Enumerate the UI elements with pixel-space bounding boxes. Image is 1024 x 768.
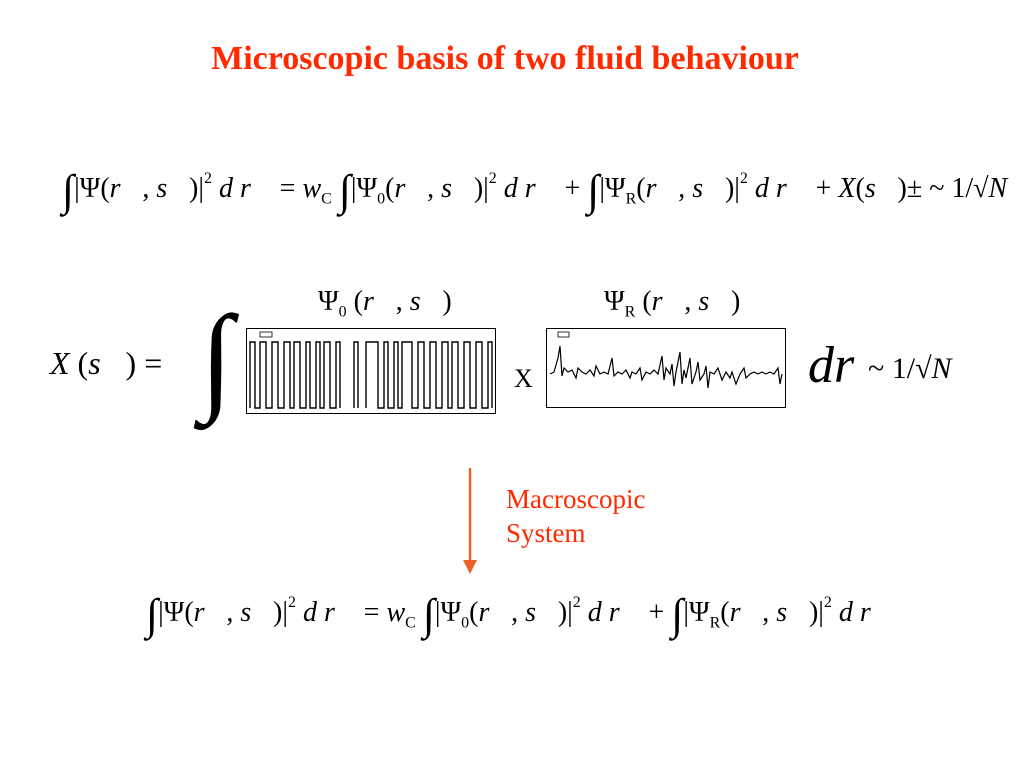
macroscopic-label-line2: System: [506, 518, 586, 548]
slide-title: Microscopic basis of two fluid behaviour: [211, 40, 799, 77]
equation-top: ∫|Ψ(r⃗, s⃗)|2 d r⃗ = wC ∫|Ψ0(r⃗, s⃗)|2 d…: [62, 166, 1008, 215]
macroscopic-label-line1: Macroscopic: [506, 484, 646, 514]
macroscopic-system-label: Macroscopic System: [506, 482, 645, 550]
equation-bottom: ∫|Ψ(r⃗, s⃗)|2 d r⃗ = wC ∫|Ψ0(r⃗, s⃗)|2 d…: [146, 590, 893, 639]
psi0-wavefunction-plot: [246, 328, 496, 414]
psiR-label: ΨR (r⃗, s⃗): [604, 286, 741, 321]
dr-symbol: dr: [808, 337, 855, 394]
down-arrow-icon: [463, 468, 477, 574]
integral-sign: ∫: [200, 291, 233, 424]
scaling-relation: ~ 1/√N: [868, 352, 952, 385]
psi0-label: Ψ0 (r⃗, s⃗): [318, 286, 452, 321]
psiR-wavefunction-plot: [546, 328, 786, 408]
x-definition-lhs: X (s⃗) =: [50, 345, 163, 381]
times-symbol: X: [514, 364, 533, 393]
